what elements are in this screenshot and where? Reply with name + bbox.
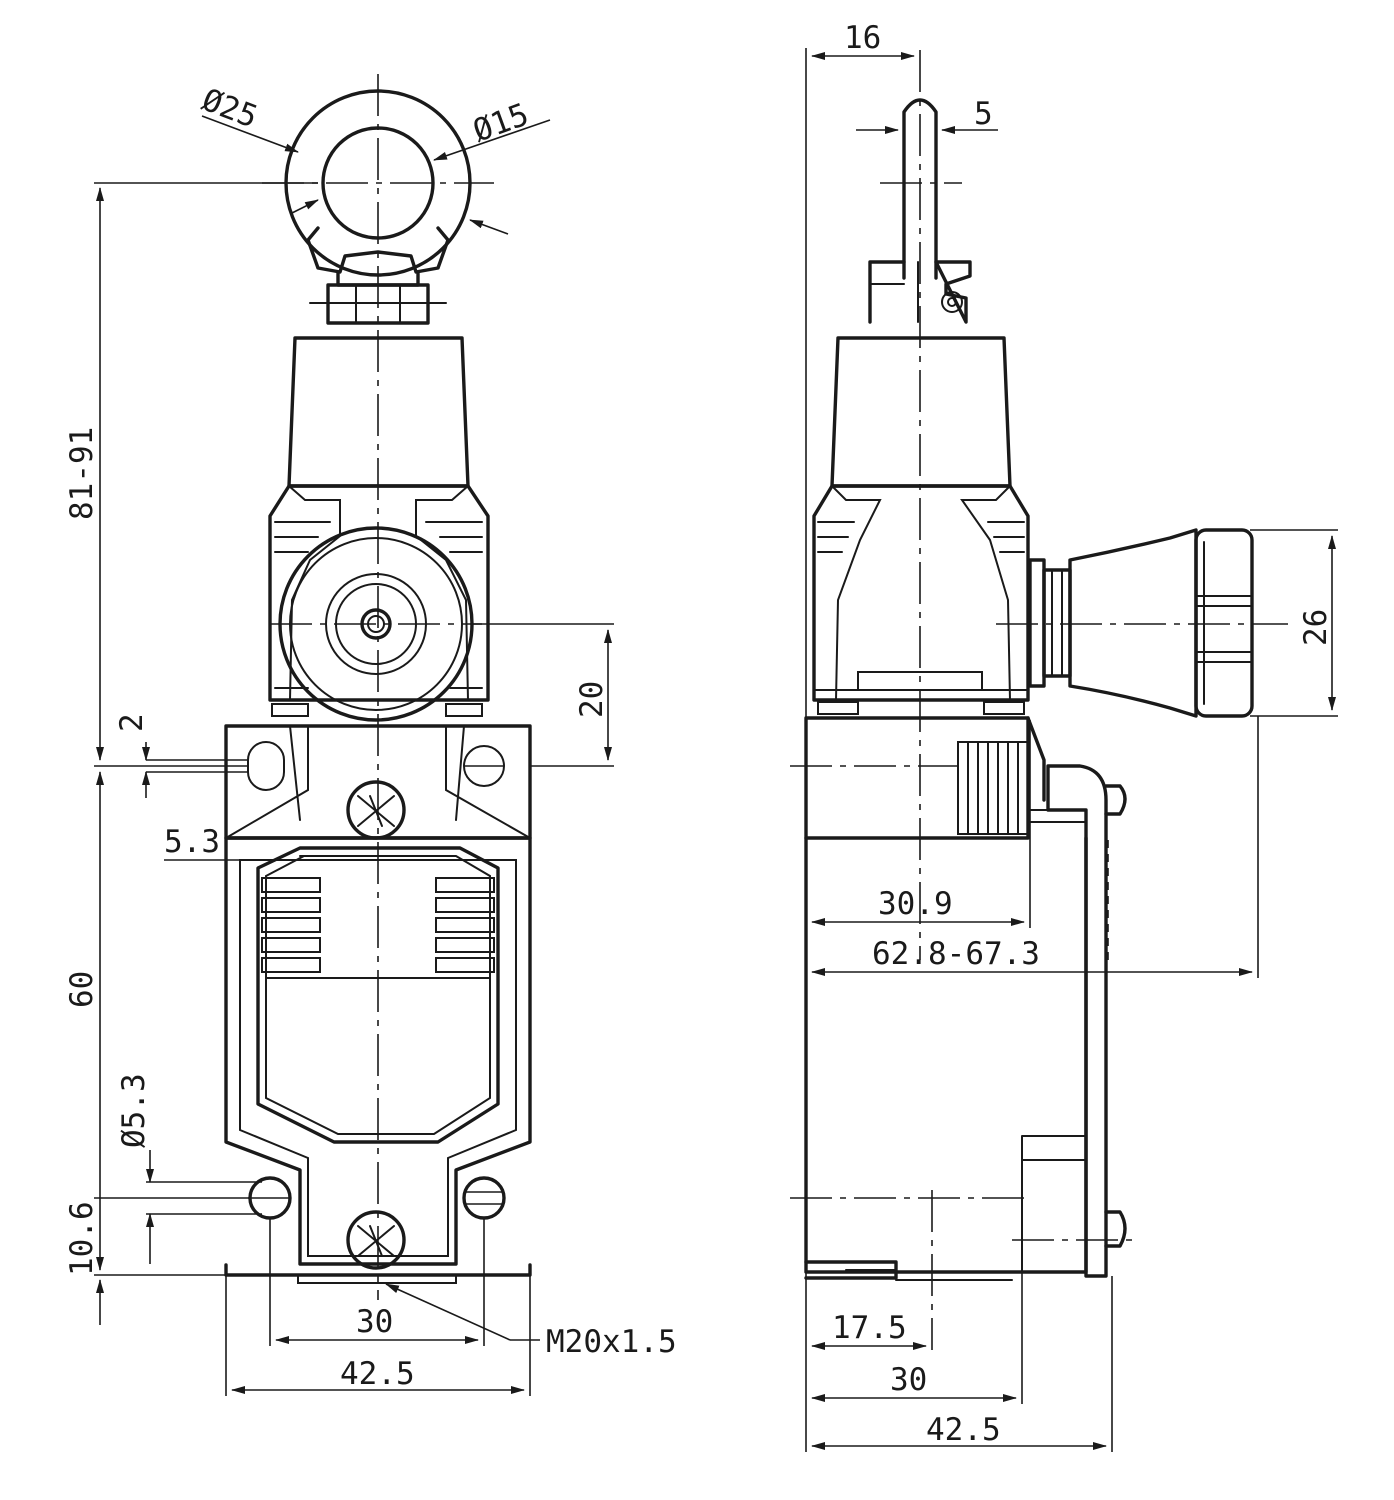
side-dim-knob-diameter: 26 [1298,609,1334,646]
side-dim-body-depth: 42.5 [926,1412,1001,1448]
dim-body-width: 42.5 [340,1356,415,1392]
thread-label: M20x1.5 [546,1324,677,1360]
side-actuator-block [812,484,1030,715]
vent-right [435,877,495,973]
side-dim-hole-spacing: 30 [890,1362,927,1398]
main-body [224,836,532,1284]
ribs [957,741,1029,835]
front-view: Ø25 Ø15 81-91 2 5.3 60 Ø5.3 10.6 20 30 4… [64,74,677,1396]
side-dim-bottom-offset: 17.5 [832,1310,907,1346]
front-dimensions [94,115,614,1396]
dim-flange-offset: 2 [114,713,150,732]
dim-bottom-offset: 10.6 [64,1201,100,1276]
side-bracket [1029,764,1127,1278]
side-dim-mount-depth: 30.9 [878,886,953,922]
vent-left [261,877,321,973]
side-centerlines [790,50,1288,1350]
actuator-block [268,484,490,717]
dim-hole-spacing: 30 [356,1304,393,1340]
dim-total-height: 81-91 [64,427,100,520]
dim-roller-outer: Ø25 [197,82,262,136]
side-head-housing [830,336,1012,488]
dim-slot-width: 5.3 [164,824,220,860]
dim-roller-inner: Ø15 [468,97,533,150]
side-dim-total-depth: 62.8-67.3 [872,936,1040,972]
dim-hole-diameter: Ø5.3 [116,1073,152,1148]
side-view: 16 5 26 30.9 62.8-67.3 17.5 30 42.5 [790,20,1338,1452]
side-dim-lever-width: 5 [974,96,993,132]
side-dimensions [805,48,1338,1452]
dim-hub-offset: 20 [574,681,610,718]
side-flange [804,716,1046,840]
dim-body-height: 60 [64,971,100,1008]
knob [1028,528,1254,718]
side-dim-lever-offset: 16 [844,20,881,56]
